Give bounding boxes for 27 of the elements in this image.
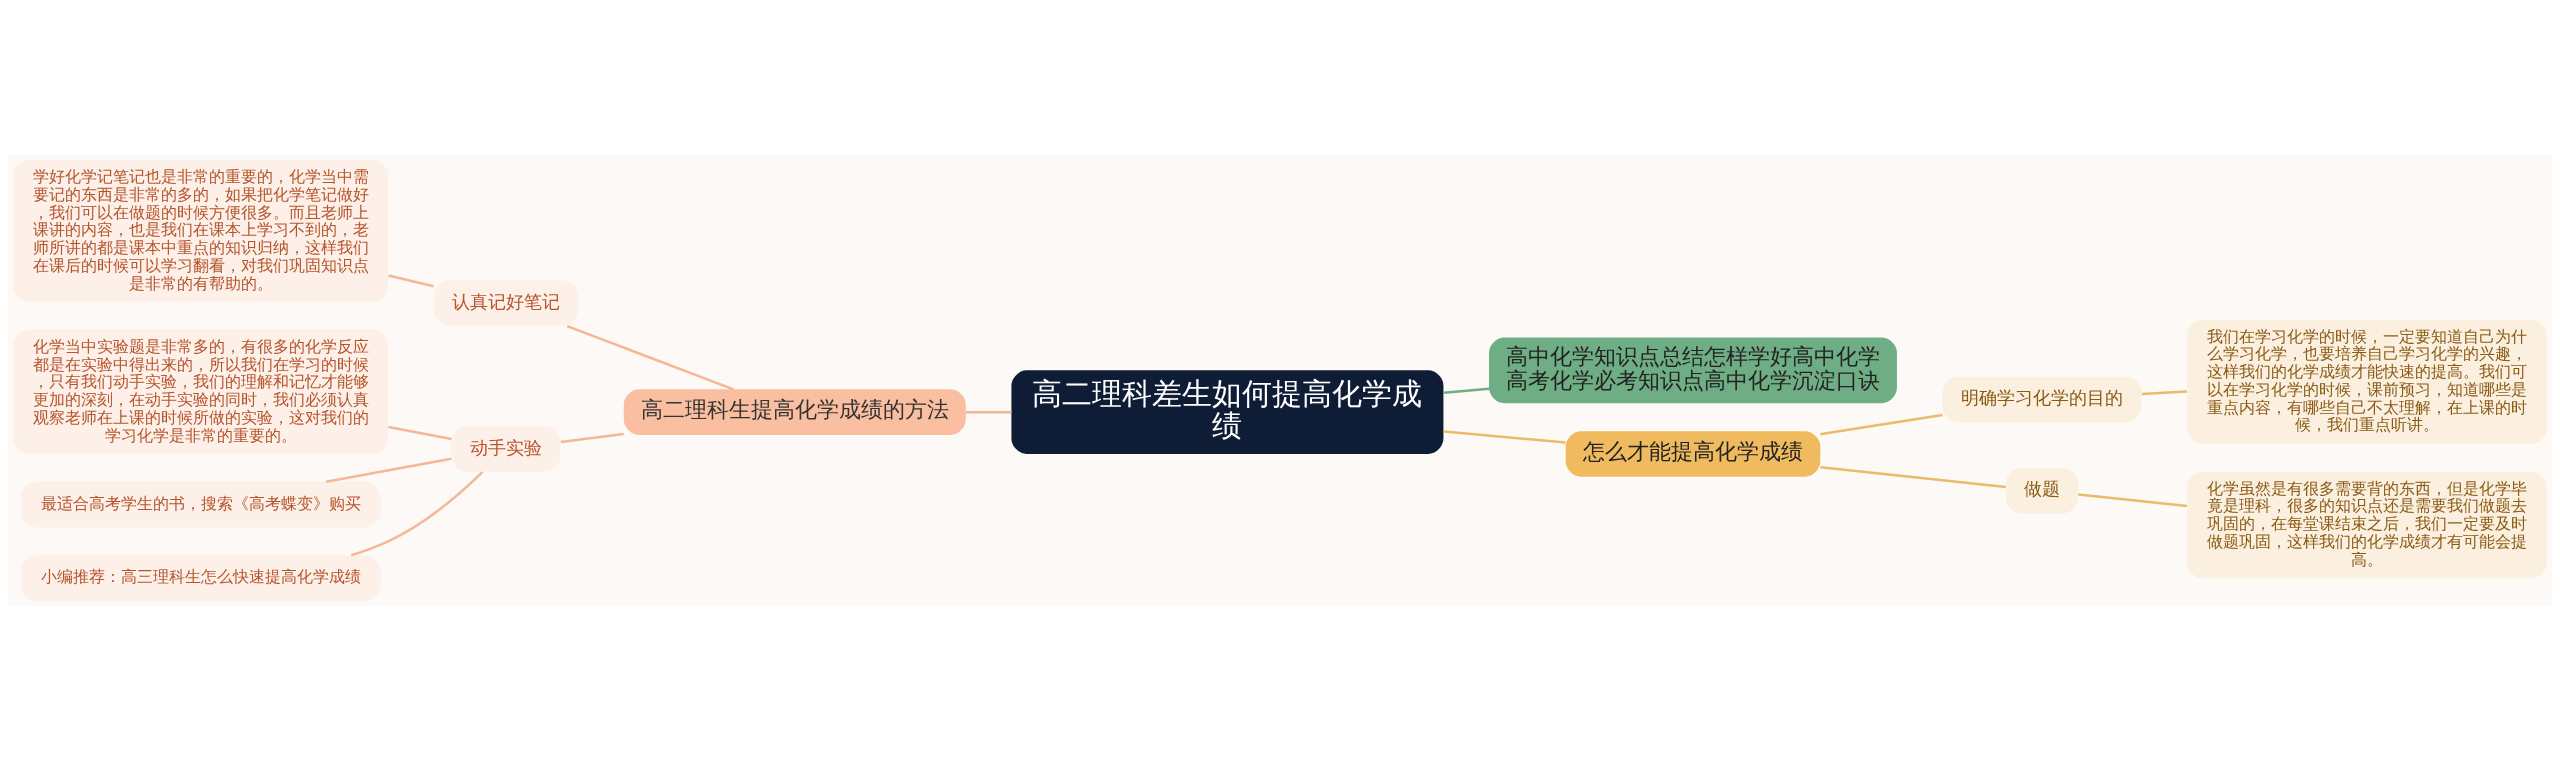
- node-box: 小编推荐：高三理科生怎么快速提高化学成绩: [20, 554, 381, 601]
- connector: [388, 273, 434, 287]
- connector: [1820, 413, 1943, 435]
- node-box: 高二理科差生如何提高化学成绩: [1011, 369, 1444, 454]
- node-box: 动手实验: [451, 425, 561, 472]
- node-box: 高二理科生提高化学成绩的方法: [623, 388, 966, 435]
- node-box: 做题: [2005, 467, 2079, 513]
- connector: [2078, 492, 2188, 507]
- node-box: 认真记好笔记: [433, 279, 579, 326]
- connector: [325, 456, 452, 483]
- node-box: 明确学习化学的目的: [1942, 376, 2142, 422]
- node-box: 化学当中实验题是非常多的，有很多的化学反应都是在实验中得出来的，所以我们在学习的时候，只有我们动手实验，我们的理解和记忆才能够更加的深刻，在动手实验的同时，我们必须认真观察老师在上课的时候所做的实验，这对我们的学习化学是非常的重要的。: [13, 329, 389, 454]
- node-box: 高中化学知识点总结怎样学好高中化学高考化学必考知识点高中化学沉淀口诀: [1489, 336, 1897, 403]
- connector: [1820, 465, 2006, 488]
- node-box: 怎么才能提高化学成绩: [1565, 430, 1821, 477]
- connector: [1443, 429, 1566, 444]
- connector: [1443, 386, 1490, 394]
- node-box: 我们在学习化学的时候，一定要知道自己为什么学习化学，也要培养自己学习化学的兴趣，这样我们的化学成绩才能快速的提高。我们可以在学习化学的时候，课前预习，知道哪些是重点内容，有哪些自己不太理解，在上课的时候，我们重点听讲。: [2187, 319, 2547, 444]
- connector: [560, 432, 624, 443]
- connector: [2141, 389, 2187, 395]
- node-box: 学好化学记笔记也是非常的重要的，化学当中需要记的东西是非常的多的，如果把化学笔记做好，我们可以在做题的时候方便很多。而且老师上课讲的内容，也是我们在课本上学习不到的，老师所讲的都是课本中重点的知识归纳，这样我们在课后的时候可以学习翻看，对我们巩固知识点是非常的有帮助的。: [13, 159, 389, 302]
- node-box: 化学虽然是有很多需要背的东西，但是化学毕竟是理科，很多的知识点还是需要我们做题去巩固的，在每堂课结束之后，我们一定要及时做题巩固，这样我们的化学成绩才有可能会提高。: [2187, 471, 2547, 578]
- connector: [388, 425, 452, 440]
- connector: [350, 470, 484, 556]
- node-box: 最适合高考学生的书，搜索《高考蝶变》购买: [20, 481, 381, 527]
- connector: [966, 410, 1012, 413]
- connector: [566, 324, 735, 391]
